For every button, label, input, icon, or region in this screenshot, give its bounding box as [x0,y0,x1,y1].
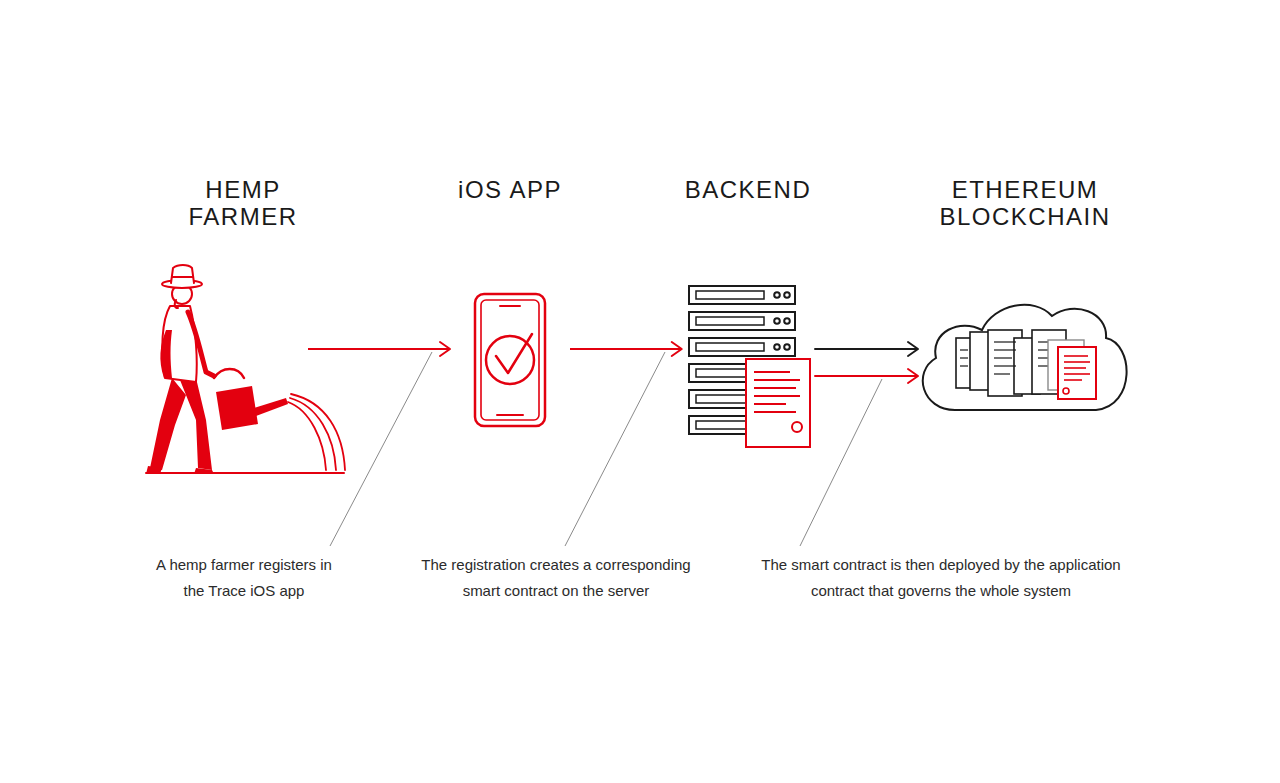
flow-arrow [814,369,918,383]
illustrated-node: HEMP FARMER [178,176,308,480]
leader-lines [330,352,882,546]
step-caption: The smart contract is then deployed by t… [749,552,1134,604]
flow-arrow [814,342,918,356]
illustrated-node: iOS APP [450,176,570,430]
flow-arrow [570,342,682,356]
node-heading: HEMP FARMER [178,176,308,230]
step-caption: The registration creates a corresponding… [411,552,701,604]
node-heading: ETHEREUM BLOCKCHAIN [918,176,1132,230]
step-caption: A hemp farmer registers in the Trace iOS… [153,552,335,604]
illustrated-node: ETHEREUM BLOCKCHAIN [918,176,1132,412]
contract-document [746,359,810,447]
node-heading: iOS APP [450,176,570,203]
node-heading: BACKEND [682,176,815,203]
blockchain-cloud [923,305,1127,410]
illustrated-node: BACKEND [682,176,815,450]
farmer-figure [146,265,345,474]
phone-icon [475,294,545,426]
flow-arrow [308,342,450,356]
